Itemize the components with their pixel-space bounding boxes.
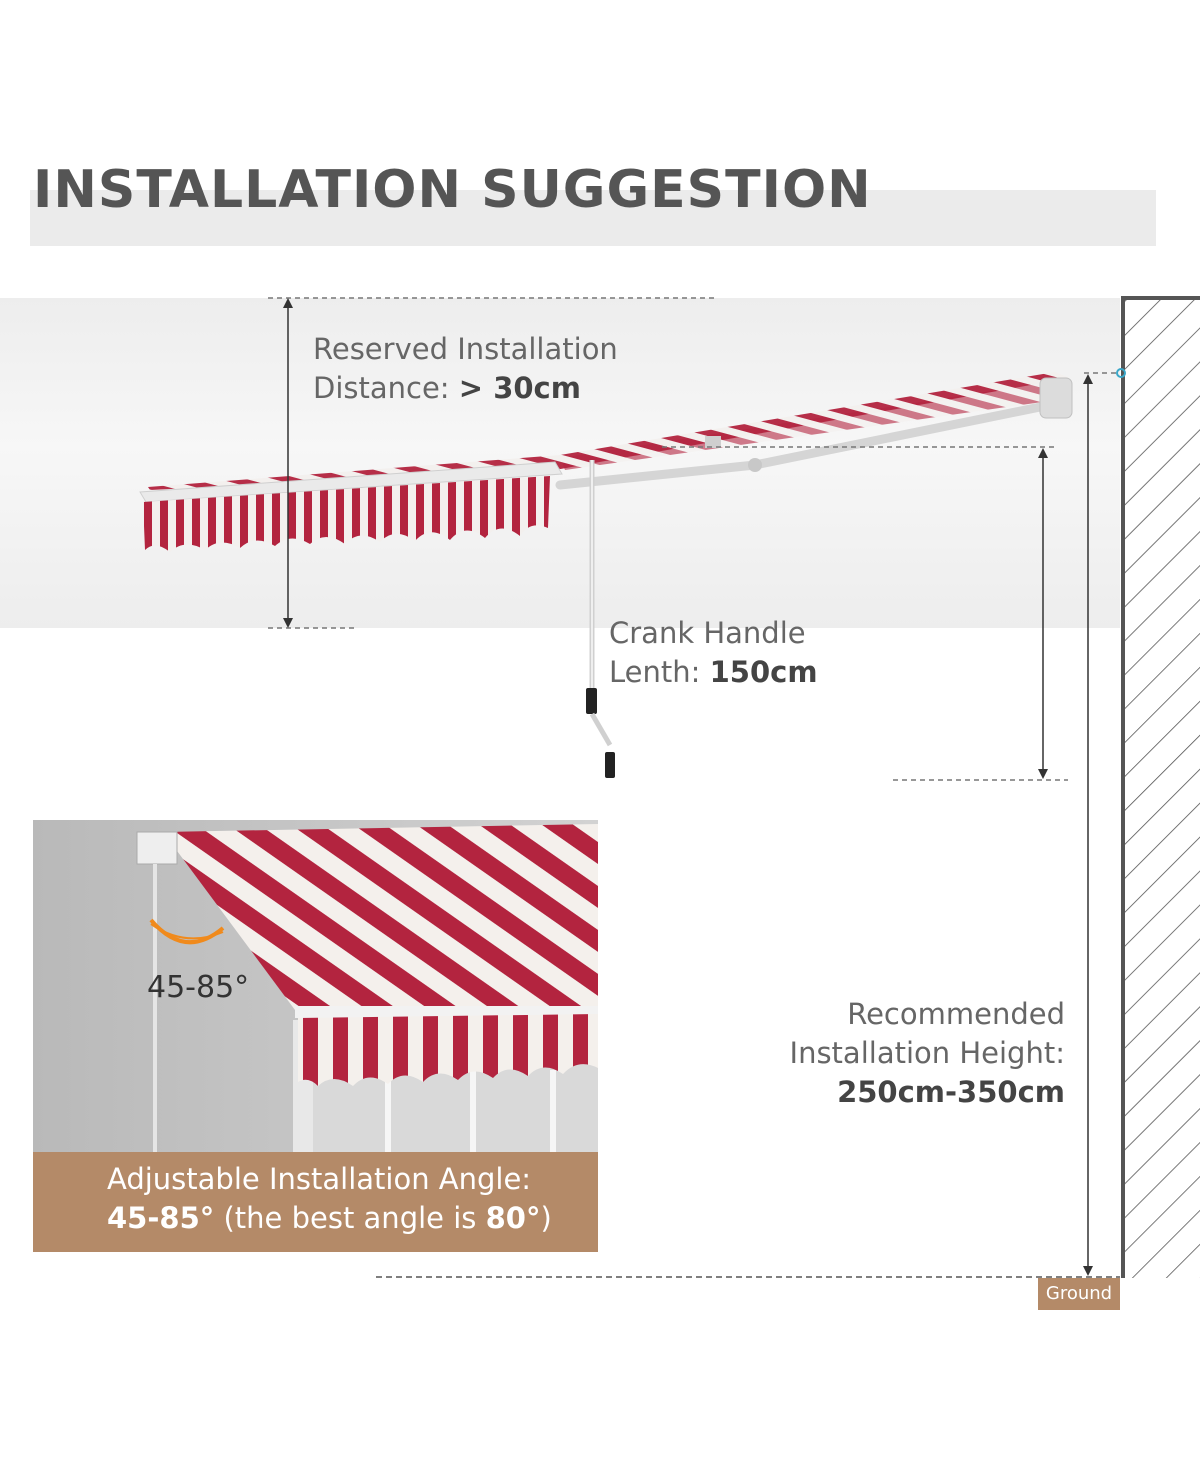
crank-length-line2: Lenth: 150cm	[609, 653, 818, 692]
angle-caption: Adjustable Installation Angle: 45-85° (t…	[33, 1152, 598, 1252]
awning	[139, 368, 1126, 552]
installation-height-label: Recommended Installation Height: 250cm-3…	[740, 995, 1065, 1112]
crank-length-value: 150cm	[709, 655, 818, 689]
angle-caption-text: Adjustable Installation Angle: 45-85° (t…	[107, 1160, 552, 1238]
reserved-distance-line1: Reserved Installation	[313, 332, 618, 366]
reserved-distance-value: > 30cm	[458, 371, 581, 405]
reserved-distance-label: Reserved Installation Distance: > 30cm	[313, 330, 618, 408]
reserved-distance-prefix: Distance:	[313, 371, 459, 405]
ground-label: Ground	[1038, 1278, 1120, 1310]
installation-height-line2: Installation Height:	[789, 1036, 1065, 1070]
page-title: INSTALLATION SUGGESTION	[33, 160, 872, 220]
crank-length-label: Crank Handle Lenth: 150cm	[609, 614, 818, 692]
installation-height-dimension	[376, 372, 1120, 1278]
reserved-distance-line2: Distance: > 30cm	[313, 369, 618, 408]
angle-caption-middle: (the best angle is	[214, 1201, 486, 1235]
installation-height-value: 250cm-350cm	[837, 1075, 1065, 1109]
crank-length-prefix: Lenth:	[609, 655, 710, 689]
crank-length-dimension	[662, 446, 1068, 781]
angle-badge: 45-85°	[147, 970, 250, 1005]
crank-length-line1: Crank Handle	[609, 616, 806, 650]
angle-caption-range: 45-85°	[107, 1201, 215, 1235]
wall	[1121, 296, 1200, 1278]
reserved-distance-dimension	[268, 297, 718, 629]
installation-height-line1: Recommended	[847, 997, 1065, 1031]
angle-caption-line2: 45-85° (the best angle is 80°)	[107, 1199, 552, 1238]
crank-handle	[586, 460, 615, 778]
angle-caption-end: )	[540, 1201, 552, 1235]
angle-caption-best: 80°	[485, 1201, 541, 1235]
angle-caption-line1: Adjustable Installation Angle:	[107, 1162, 532, 1196]
title-bar	[30, 190, 1156, 246]
